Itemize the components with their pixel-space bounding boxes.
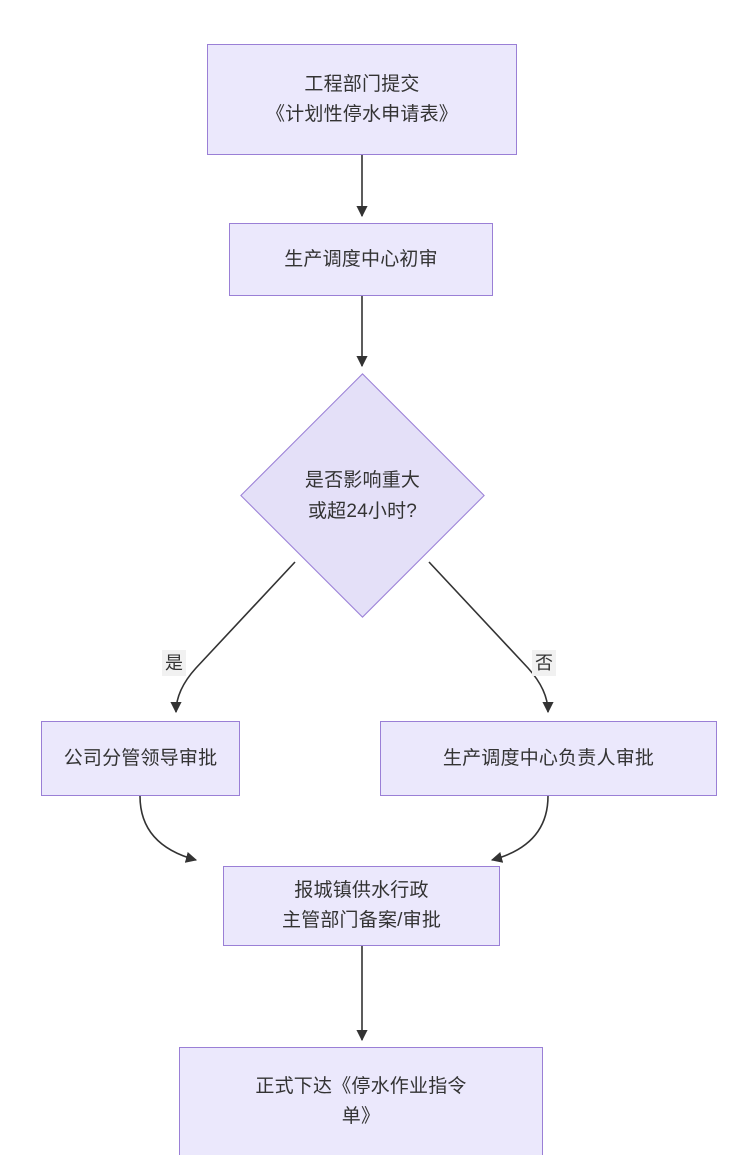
edge-label-no: 否 <box>532 650 556 676</box>
node-dispatch-center-review[interactable]: 生产调度中心初审 <box>229 223 493 296</box>
node-label: 生产调度中心初审 <box>284 248 438 270</box>
node-decision-major-impact[interactable]: 是否影响重大 或超24小时? <box>240 373 485 618</box>
node-label: 公司分管领导审批 <box>63 747 218 769</box>
node-label: 正式下达《停水作业指令 单》 <box>255 1076 467 1127</box>
node-issue-shutdown-order[interactable]: 正式下达《停水作业指令 单》 <box>179 1047 543 1155</box>
node-label: 工程部门提交 《计划性停水申请表》 <box>265 73 458 125</box>
node-dispatch-head-approval[interactable]: 生产调度中心负责人审批 <box>380 721 717 796</box>
edge-label-yes: 是 <box>162 650 186 676</box>
edge-n4-n6 <box>139 795 198 863</box>
node-municipal-water-authority-filing[interactable]: 报城镇供水行政 主管部门备案/审批 <box>223 866 500 946</box>
node-label: 生产调度中心负责人审批 <box>442 747 655 769</box>
edge-n5-n6 <box>490 795 549 863</box>
node-engineering-submit[interactable]: 工程部门提交 《计划性停水申请表》 <box>207 44 517 155</box>
node-company-leader-approval[interactable]: 公司分管领导审批 <box>41 721 240 796</box>
node-label: 是否影响重大 或超24小时? <box>304 469 421 522</box>
edge-n3-n4 <box>170 561 296 714</box>
node-label: 报城镇供水行政 主管部门备案/审批 <box>281 880 442 931</box>
edge-n3-n5 <box>428 561 554 714</box>
